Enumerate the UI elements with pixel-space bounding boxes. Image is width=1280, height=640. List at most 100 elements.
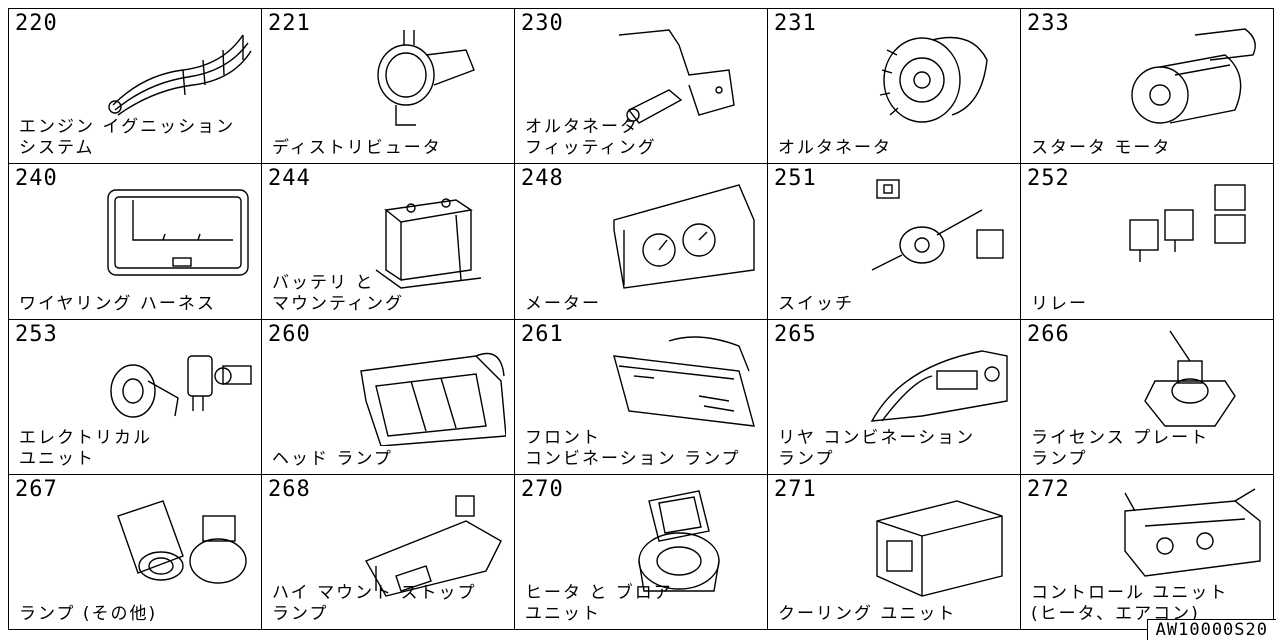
part-label: オルタネータフィッティング xyxy=(525,117,657,159)
front-lamp-icon xyxy=(609,326,759,446)
part-cell-220[interactable]: 220 エンジン イグニッションシステム xyxy=(9,9,262,165)
part-label-line: リヤ コンビネーション xyxy=(778,427,976,448)
part-label-line: ヒータ と ブロア xyxy=(525,583,673,603)
part-label-line: ランプ xyxy=(778,448,835,469)
part-label: ヒータ と ブロアユニット xyxy=(525,583,673,625)
part-code: 220 xyxy=(15,11,58,36)
part-cell-270[interactable]: 270 ヒータ と ブロアユニット xyxy=(515,474,768,630)
part-label-line: ユニット xyxy=(19,448,95,469)
wiring-harness-icon xyxy=(103,170,253,290)
part-code: 240 xyxy=(15,166,58,192)
part-cell-252[interactable]: 252 リレー xyxy=(1021,164,1274,320)
part-label-line: マウンティング xyxy=(272,293,404,314)
headlamp-icon xyxy=(356,326,507,447)
part-label: フロントコンビネーション ランプ xyxy=(525,428,741,470)
part-cell-267[interactable]: 267 ランプ (その他) xyxy=(9,474,262,630)
part-cell-265[interactable]: 265 リヤ コンビネーションランプ xyxy=(768,319,1021,475)
part-cell-266[interactable]: 266 ライセンス プレートランプ xyxy=(1021,319,1274,475)
part-label-line: エンジン イグニッション xyxy=(19,117,236,138)
part-cell-231[interactable]: 231 オルタネータ xyxy=(768,9,1021,165)
part-label: エレクトリカルユニット xyxy=(19,428,152,470)
part-code: 260 xyxy=(268,321,311,347)
part-label-line: ディストリビュータ xyxy=(272,138,442,159)
reference-code: AW10000S20 xyxy=(1146,619,1276,640)
part-code: 266 xyxy=(1027,321,1070,347)
part-label: ヘッド ランプ xyxy=(272,449,393,470)
part-code: 230 xyxy=(521,11,564,36)
part-cell-253[interactable]: 253 エレクトリカルユニット xyxy=(9,319,262,475)
part-label-line: バッテリ と xyxy=(272,272,375,293)
part-label-line: ランプ (その他) xyxy=(19,604,158,624)
license-lamp-icon xyxy=(1115,326,1265,446)
part-label-line: オルタネータ xyxy=(525,117,639,138)
part-code: 251 xyxy=(774,166,817,192)
part-label: リレー xyxy=(1031,294,1088,315)
part-cell-233[interactable]: 233 スタータ モータ xyxy=(1021,9,1274,165)
part-cell-271[interactable]: 271 クーリング ユニット xyxy=(768,474,1021,630)
part-cell-260[interactable]: 260 ヘッド ランプ xyxy=(262,319,515,475)
part-label-line: コンビネーション ランプ xyxy=(525,448,741,469)
part-label-line: リレー xyxy=(1031,293,1088,314)
rear-lamp-icon xyxy=(862,326,1012,446)
part-label-line: エレクトリカル xyxy=(19,427,152,448)
cooling-unit-icon xyxy=(862,481,1012,601)
part-label: ランプ (その他) xyxy=(19,604,157,625)
part-code: 253 xyxy=(15,321,58,347)
part-label: スイッチ xyxy=(778,294,854,315)
part-label-line: フィッティング xyxy=(525,138,657,159)
part-label-line: ヘッド ランプ xyxy=(272,448,393,469)
part-label-line: ランプ xyxy=(272,604,329,624)
battery-icon xyxy=(356,170,506,290)
part-label: ディストリビュータ xyxy=(272,138,442,159)
part-code: 231 xyxy=(774,11,817,36)
part-label-line: ハイ マウント ストップ xyxy=(272,583,477,603)
part-label: リヤ コンビネーションランプ xyxy=(778,428,975,470)
horn-icon xyxy=(103,326,253,446)
relay-icon xyxy=(1115,170,1265,290)
switch-icon xyxy=(862,170,1012,290)
part-cell-244[interactable]: 244 バッテリ とマウンティング xyxy=(262,164,515,320)
part-code: 221 xyxy=(268,11,311,36)
alternator-bracket-icon xyxy=(609,15,759,135)
part-code: 270 xyxy=(521,476,564,502)
part-label-line: フロント xyxy=(525,427,601,448)
part-label-line: ランプ xyxy=(1031,448,1088,469)
starter-motor-icon xyxy=(1115,15,1265,135)
part-cell-240[interactable]: 240 ワイヤリング ハーネス xyxy=(9,164,262,320)
part-label: ワイヤリング ハーネス xyxy=(19,294,216,315)
part-label: クーリング ユニット xyxy=(778,604,956,625)
part-cell-268[interactable]: 268 ハイ マウント ストップランプ xyxy=(262,474,515,630)
part-cell-251[interactable]: 251 スイッチ xyxy=(768,164,1021,320)
part-label: スタータ モータ xyxy=(1031,138,1171,159)
part-label-line: オルタネータ xyxy=(778,138,892,159)
part-cell-272[interactable]: 272 コントロール ユニット(ヒータ、エアコン) xyxy=(1021,474,1274,630)
part-label-line: システム xyxy=(19,138,95,159)
part-label-line: ユニット xyxy=(525,604,601,624)
part-code: 267 xyxy=(15,476,58,502)
part-label-line: スタータ モータ xyxy=(1031,138,1172,159)
part-code: 248 xyxy=(521,166,564,192)
part-label: エンジン イグニッションシステム xyxy=(19,117,235,159)
part-cell-248[interactable]: 248 メーター xyxy=(515,164,768,320)
part-label-line: クーリング ユニット xyxy=(778,604,957,624)
part-code: 271 xyxy=(774,476,817,502)
part-cell-230[interactable]: 230 オルタネータフィッティング xyxy=(515,9,768,165)
part-code: 244 xyxy=(268,166,311,192)
high-mount-lamp-icon xyxy=(356,481,506,601)
part-label: ハイ マウント ストップランプ xyxy=(272,583,476,625)
parts-index-grid: 220 エンジン イグニッションシステム 221 ディストリビュータ 230 オ… xyxy=(8,8,1274,630)
part-cell-261[interactable]: 261 フロントコンビネーション ランプ xyxy=(515,319,768,475)
part-label: ライセンス プレートランプ xyxy=(1031,428,1209,470)
part-code: 265 xyxy=(774,321,817,347)
control-unit-icon xyxy=(1115,481,1265,601)
part-cell-221[interactable]: 221 ディストリビュータ xyxy=(262,9,515,165)
part-code: 268 xyxy=(268,476,311,502)
part-label-line: ライセンス プレート xyxy=(1031,427,1210,448)
part-label-line: スイッチ xyxy=(778,293,854,314)
ignition-wires-icon xyxy=(103,15,253,135)
part-label-line: コントロール ユニット xyxy=(1031,583,1229,603)
meter-cluster-icon xyxy=(609,170,759,290)
part-label-line: ワイヤリング ハーネス xyxy=(19,293,216,314)
part-label-line: メーター xyxy=(525,293,601,314)
part-label: オルタネータ xyxy=(778,138,892,159)
